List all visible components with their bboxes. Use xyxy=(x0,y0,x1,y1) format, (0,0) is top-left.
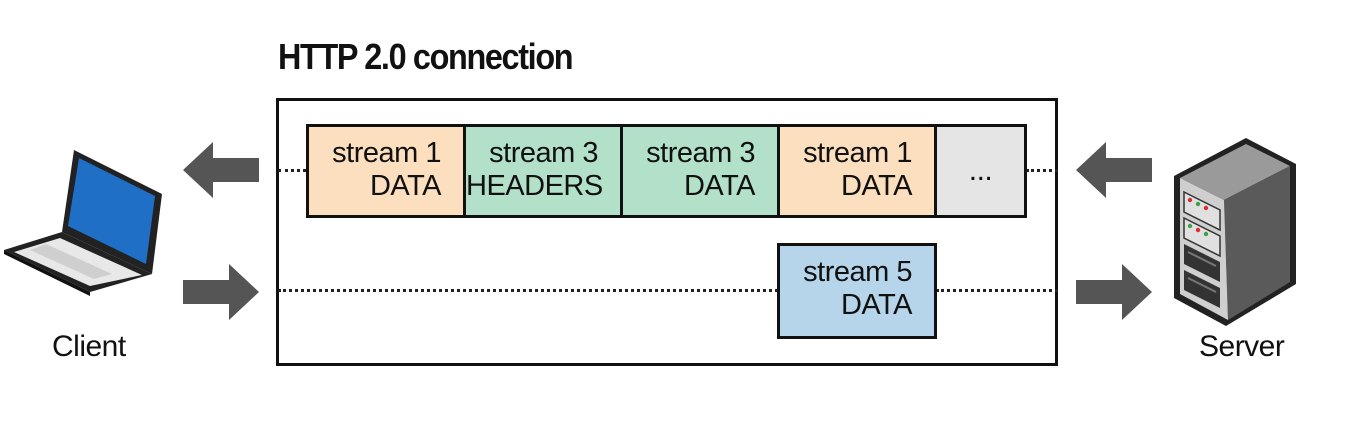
arrow-right-icon xyxy=(1076,264,1152,320)
frame-stream1-data: stream 1 DATA xyxy=(306,124,466,218)
frame-type-label: DATA xyxy=(840,289,913,321)
lane-top-line-right xyxy=(1026,169,1058,172)
frame-type-label: DATA xyxy=(840,170,913,202)
server-label: Server xyxy=(1199,330,1285,363)
frame-stream-label: stream 5 xyxy=(803,256,912,288)
frame-stream-label: stream 3 xyxy=(489,137,598,169)
laptop-icon xyxy=(4,150,162,296)
diagram-title: HTTP 2.0 connection xyxy=(278,36,574,77)
frame-type-label: HEADERS xyxy=(466,170,603,202)
frame-type-label: DATA xyxy=(369,170,442,202)
frame-stream5-data: stream 5 DATA xyxy=(777,243,937,339)
frame-more-label: ... xyxy=(968,154,993,187)
frame-type-label: DATA xyxy=(683,170,756,202)
frame-more: ... xyxy=(934,124,1027,218)
frame-stream3-data: stream 3 DATA xyxy=(620,124,780,218)
arrow-left-icon xyxy=(183,142,259,198)
frame-stream1-data-2: stream 1 DATA xyxy=(777,124,937,218)
arrow-left-icon xyxy=(1076,142,1152,198)
lane-bottom-line-right xyxy=(936,289,1058,292)
lane-top-line-left xyxy=(278,169,306,172)
server-icon xyxy=(1174,138,1296,326)
frame-stream3-headers: stream 3 HEADERS xyxy=(463,124,623,218)
frame-stream-label: stream 1 xyxy=(803,137,912,169)
frame-stream-label: stream 1 xyxy=(332,137,441,169)
lane-bottom-line-left xyxy=(278,289,778,292)
connection-box xyxy=(276,98,1058,366)
client-label: Client xyxy=(52,330,126,363)
arrow-right-icon xyxy=(183,264,259,320)
frame-stream-label: stream 3 xyxy=(646,137,755,169)
